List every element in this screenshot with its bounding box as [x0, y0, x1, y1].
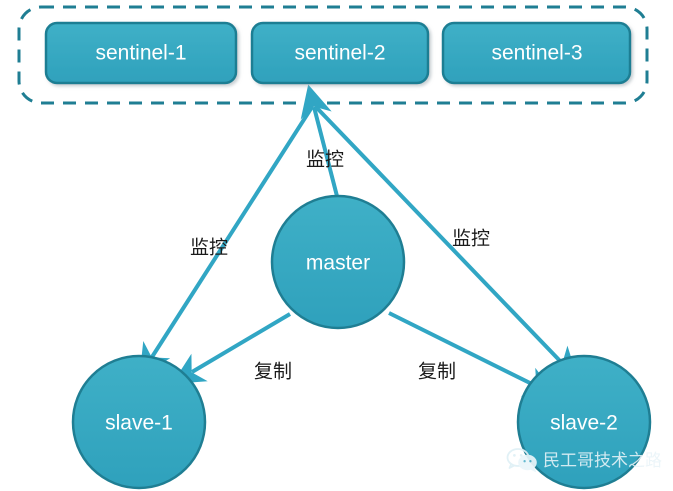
edge-master-to-slave2: [388, 311, 557, 397]
edge-master-to-slave1: [172, 312, 292, 384]
sentinel-item-3[interactable]: sentinel-3: [441, 21, 632, 85]
sentinel-item-1[interactable]: sentinel-1: [44, 21, 238, 85]
sentinel-group-border: [17, 5, 649, 105]
slave-1-circle[interactable]: [71, 354, 207, 490]
edge-label-layer: 监控 监控 监控 复制 复制: [190, 149, 490, 383]
edge-label-replicate-right: 复制: [418, 361, 456, 383]
watermark-label: 民工哥技术之路: [543, 451, 662, 471]
node-slave-2[interactable]: slave-2: [516, 354, 652, 490]
sentinel-box-3[interactable]: [441, 21, 632, 85]
sentinel-group: [17, 5, 649, 105]
sentinel-box-1[interactable]: [44, 21, 238, 85]
edge-label-monitor-top: 监控: [306, 149, 344, 171]
node-master[interactable]: master: [270, 194, 406, 330]
sentinel-label-3: sentinel-3: [491, 42, 582, 65]
edge-label-monitor-right: 监控: [452, 228, 490, 250]
slave-1-label: slave-1: [105, 412, 173, 435]
sentinel-label-2: sentinel-2: [294, 42, 385, 65]
edge-sentinel-to-slave1: [139, 105, 314, 377]
sentinel-label-1: sentinel-1: [95, 42, 186, 65]
sentinel-box-2[interactable]: [250, 21, 430, 85]
master-circle[interactable]: [270, 194, 406, 330]
slave-2-circle[interactable]: [516, 354, 652, 490]
slave-2-label: slave-2: [550, 412, 618, 435]
sentinel-item-2[interactable]: sentinel-2: [250, 21, 430, 85]
edge-label-monitor-left: 监控: [190, 237, 228, 259]
edge-master-to-sentinel: [300, 84, 340, 201]
edge-layer: [139, 84, 579, 397]
edge-label-replicate-left: 复制: [254, 361, 292, 383]
watermark: 民工哥技术之路: [506, 448, 662, 472]
master-label: master: [306, 252, 370, 275]
node-slave-1[interactable]: slave-1: [71, 354, 207, 490]
wechat-icon: [506, 448, 537, 472]
edge-sentinel-to-slave2: [314, 105, 579, 380]
